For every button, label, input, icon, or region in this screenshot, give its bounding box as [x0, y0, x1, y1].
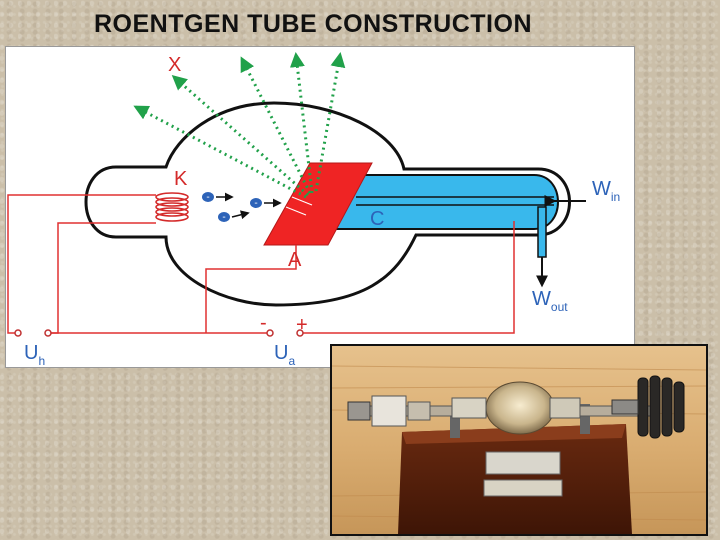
cooling-fins: [637, 375, 685, 439]
label-uh: Uh: [24, 342, 45, 367]
svg-text:-: -: [254, 198, 257, 209]
xray-beams: [133, 52, 346, 199]
label-w-out: Wout: [532, 288, 568, 314]
page-title: ROENTGEN TUBE CONSTRUCTION: [94, 10, 532, 38]
electron: -: [250, 198, 262, 209]
wooden-stand: [398, 424, 632, 534]
coolant-channel: [296, 174, 559, 230]
svg-text:-: -: [206, 192, 209, 203]
tube-photo: [330, 344, 708, 536]
label-w-in: Win: [592, 178, 620, 204]
label-k: K: [174, 168, 188, 190]
svg-text:-: -: [222, 212, 225, 223]
label-minus: -: [260, 312, 267, 334]
tube-diagram: - - -: [5, 46, 635, 368]
label-plus: +: [296, 314, 308, 336]
glass-envelope: [84, 101, 571, 307]
glass-bulb: [485, 381, 555, 435]
anode-block: [263, 162, 373, 246]
label-c: C: [370, 208, 384, 230]
label-a: A: [288, 249, 302, 271]
circuit-wires: [7, 194, 515, 334]
label-ua: Ua: [274, 342, 295, 367]
stand-plaque: [485, 451, 561, 475]
terminal: [14, 329, 304, 337]
label-x: X: [168, 54, 181, 76]
electron: -: [218, 212, 230, 223]
cathode-filament: [155, 192, 189, 222]
electron: -: [202, 192, 214, 203]
